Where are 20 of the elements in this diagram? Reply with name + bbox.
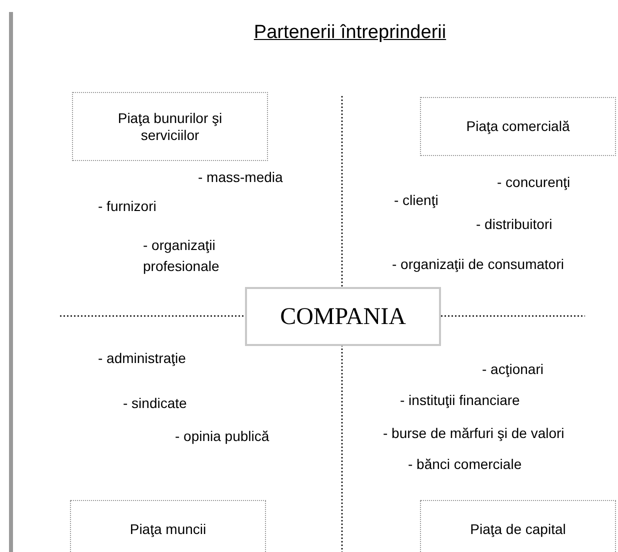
partner-item: - burse de mărfuri şi de valori xyxy=(383,424,564,443)
partner-item: - mass-media xyxy=(198,168,283,187)
market-box: Piaţa bunurilor şi serviciilor xyxy=(72,92,268,161)
market-box: Piaţa de capital xyxy=(420,500,616,552)
partner-item: - instituţii financiare xyxy=(400,391,520,410)
company-box: COMPANIA xyxy=(245,287,441,346)
market-box: Piaţa comercială xyxy=(420,97,616,156)
market-box: Piaţa muncii xyxy=(70,500,266,552)
partner-item: - furnizori xyxy=(98,197,156,216)
partner-item: - administraţie xyxy=(98,349,186,368)
partner-item: - distribuitori xyxy=(476,215,552,234)
partner-item: - concurenţi xyxy=(497,173,570,192)
partner-item: - clienţi xyxy=(394,191,438,210)
partner-item: - sindicate xyxy=(123,394,187,413)
partner-item: - acţionari xyxy=(482,360,544,379)
partner-item: - organizaţii profesionale xyxy=(143,236,220,276)
partner-item: - organizaţii de consumatori xyxy=(392,255,564,274)
partner-item: - opinia publică xyxy=(175,427,270,446)
partner-item: - bănci comerciale xyxy=(408,455,522,474)
title: Partenerii întreprinderii xyxy=(252,22,448,44)
